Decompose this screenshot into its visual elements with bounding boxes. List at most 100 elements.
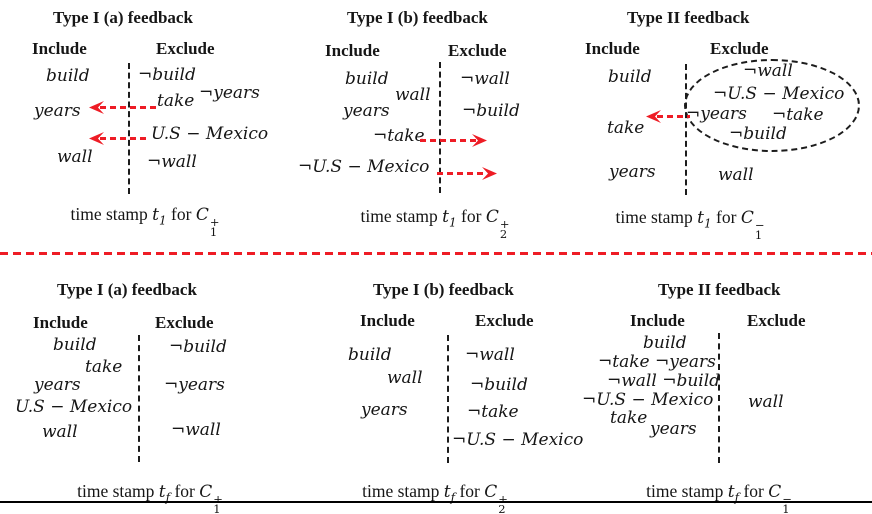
term: ¬years: [199, 83, 260, 103]
term: wall: [57, 147, 93, 167]
term: ¬wall: [460, 69, 510, 89]
column-divider: [685, 64, 687, 195]
time-stamp-caption: time stamp tf for C−1: [594, 481, 844, 514]
panel-title: Type I (b) feedback: [373, 280, 514, 299]
panel-title: Type II feedback: [658, 280, 781, 299]
term: years: [361, 400, 408, 420]
term: ¬build: [470, 375, 528, 395]
timeline-separator: [0, 252, 872, 255]
term: ¬build: [138, 65, 196, 85]
caption-text: for: [743, 481, 764, 501]
include-header: Include: [325, 41, 380, 60]
term: ¬years: [686, 104, 747, 124]
arrow-left-icon: [89, 132, 149, 145]
time-var: tf: [443, 482, 456, 505]
caption-text: for: [171, 204, 192, 224]
panel-t1-type1b: Type I (b) feedback Include Exclude buil…: [290, 0, 580, 252]
concept-var: C+2: [485, 207, 510, 241]
caption-text: time stamp: [646, 481, 724, 501]
term: ¬take: [467, 402, 519, 422]
term: ¬wall ¬build: [607, 371, 721, 391]
column-divider: [128, 63, 130, 194]
column-divider: [138, 335, 140, 462]
time-stamp-caption: time stamp t1 for C+2: [290, 206, 580, 241]
panel-t1-type1a: Type I (a) feedback Include Exclude buil…: [0, 0, 290, 252]
exclude-header: Exclude: [747, 311, 806, 330]
term: take: [610, 408, 648, 428]
term: years: [650, 419, 697, 439]
term: ¬U.S − Mexico: [582, 390, 714, 410]
panel-t1-type2: Type II feedback Include Exclude build t…: [580, 0, 872, 252]
arrow-right-icon: [420, 134, 487, 147]
term: take: [85, 357, 123, 377]
exclude-header: Exclude: [475, 311, 534, 330]
dashed-ellipse: [684, 59, 860, 152]
panel-title: Type II feedback: [627, 8, 750, 27]
term: U.S − Mexico: [15, 397, 133, 417]
term: wall: [718, 165, 754, 185]
time-stamp-caption: time stamp tf for C+1: [0, 481, 300, 514]
caption-text: for: [461, 206, 482, 226]
term: ¬years: [164, 375, 225, 395]
term: build: [345, 69, 389, 89]
time-var: t1: [697, 208, 712, 231]
term: wall: [748, 392, 784, 412]
panel-title: Type I (a) feedback: [53, 8, 193, 27]
time-var: t1: [152, 205, 167, 228]
term: ¬U.S − Mexico: [298, 157, 430, 177]
term: ¬take: [772, 105, 824, 125]
arrow-right-icon: [437, 167, 497, 180]
panel-title: Type I (b) feedback: [347, 8, 488, 27]
term: wall: [387, 368, 423, 388]
column-divider: [439, 62, 441, 193]
exclude-header: Exclude: [156, 39, 215, 58]
caption-text: for: [174, 481, 195, 501]
term: U.S − Mexico: [151, 124, 269, 144]
arrow-left-icon: [646, 110, 690, 123]
panel-title: Type I (a) feedback: [57, 280, 197, 299]
panel-tf-type1b: Type I (b) feedback Include Exclude buil…: [290, 255, 584, 514]
include-header: Include: [360, 311, 415, 330]
time-stamp-caption: time stamp t1 for C+1: [0, 204, 290, 238]
include-header: Include: [630, 311, 685, 330]
term: ¬U.S − Mexico: [452, 430, 584, 450]
caption-text: for: [459, 481, 480, 501]
column-divider: [718, 333, 720, 463]
panel-tf-type2: Type II feedback Include Exclude build ¬…: [580, 255, 872, 514]
term: build: [348, 345, 392, 365]
term: ¬build: [462, 101, 520, 121]
term: build: [608, 67, 652, 87]
term: take: [157, 91, 195, 111]
caption-text: time stamp: [77, 481, 155, 501]
term: wall: [42, 422, 78, 442]
include-header: Include: [32, 39, 87, 58]
include-header: Include: [585, 39, 640, 58]
include-header: Include: [33, 313, 88, 332]
term: ¬wall: [465, 345, 515, 365]
term: wall: [395, 85, 431, 105]
time-var: tf: [727, 482, 740, 505]
term: ¬build: [729, 124, 787, 144]
term: ¬build: [169, 337, 227, 357]
concept-var: C−1: [740, 208, 765, 242]
caption-text: time stamp: [70, 204, 148, 224]
term: years: [609, 162, 656, 182]
term: ¬wall: [743, 61, 793, 81]
concept-var: C+2: [484, 482, 508, 514]
exclude-header: Exclude: [710, 39, 769, 58]
term: build: [643, 333, 687, 353]
caption-text: time stamp: [360, 206, 438, 226]
term: years: [343, 101, 390, 121]
term: ¬take: [373, 126, 425, 146]
exclude-header: Exclude: [448, 41, 507, 60]
term: ¬U.S − Mexico: [713, 84, 845, 104]
term: build: [53, 335, 97, 355]
concept-var: C−1: [768, 482, 792, 514]
time-var: tf: [158, 482, 171, 505]
figure-bottom-rule: [0, 501, 872, 503]
term: ¬wall: [171, 420, 221, 440]
caption-text: time stamp: [615, 207, 693, 227]
panel-tf-type1a: Type I (a) feedback Include Exclude buil…: [0, 255, 290, 514]
term: years: [34, 101, 81, 121]
